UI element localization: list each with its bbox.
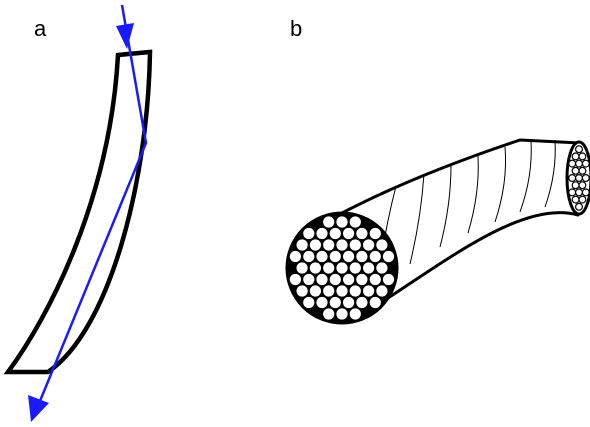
far-fiber-core — [571, 166, 580, 175]
far-fiber-core — [568, 188, 577, 197]
fiber-core — [328, 295, 343, 310]
fiber-core — [381, 272, 396, 287]
fiber-core — [348, 307, 363, 321]
fiber-core — [368, 295, 383, 310]
panel-label-b: b — [290, 16, 303, 41]
fiber-core — [308, 261, 323, 275]
far-fiber-core — [574, 174, 583, 183]
far-fiber-core — [574, 188, 583, 197]
light-ray-path — [38, 4, 148, 402]
fiber-core — [361, 238, 376, 252]
fiber-core — [335, 284, 349, 298]
fiber-core — [361, 284, 376, 298]
fiber-core — [308, 238, 323, 252]
far-fiber-core — [581, 188, 590, 197]
fiber-core — [341, 272, 356, 287]
single-fiber-outline — [3, 49, 153, 375]
far-fiber-core — [581, 174, 590, 183]
far-fiber-core — [578, 166, 587, 175]
fiber-core — [335, 238, 349, 252]
fiber-core — [321, 215, 336, 229]
sheath-ring-line — [409, 173, 425, 265]
fiber-core — [328, 249, 343, 264]
fiber-core — [301, 226, 316, 241]
fiber-core — [341, 249, 356, 264]
fiber-core — [348, 284, 363, 298]
fiber-core — [301, 249, 316, 264]
fiber-core — [321, 238, 336, 252]
fiber-core — [335, 215, 349, 229]
fiber-core — [375, 238, 389, 252]
far-fiber-core — [571, 152, 580, 161]
far-fiber-core — [574, 159, 583, 168]
fiber-core — [321, 261, 336, 275]
fiber-core — [301, 295, 316, 310]
fiber-core — [348, 215, 363, 229]
fiber-core — [375, 261, 389, 275]
fiber-core — [315, 272, 329, 287]
fiber-core — [368, 226, 383, 241]
far-fiber-core — [571, 195, 580, 204]
sheath-ring-line — [439, 164, 452, 248]
sheath-ring-line — [519, 140, 532, 213]
fiber-core — [355, 295, 369, 310]
fiber-core — [315, 295, 329, 310]
far-fiber-core — [574, 202, 583, 211]
fiber-core — [355, 249, 369, 264]
fiber-bundle-diagram — [285, 138, 590, 325]
fiber-core — [321, 307, 336, 321]
fiber-core — [348, 261, 363, 275]
fiber-core — [335, 261, 349, 275]
fiber-core — [288, 249, 303, 264]
far-fiber-core — [571, 181, 580, 190]
panel-label-a: a — [34, 16, 47, 41]
fiber-core — [315, 249, 329, 264]
fiber-core — [381, 249, 396, 264]
far-fiber-core — [568, 174, 577, 183]
fiber-core — [315, 226, 329, 241]
far-fiber-core — [574, 145, 583, 154]
fiber-core — [341, 226, 356, 241]
fiber-core — [355, 272, 369, 287]
fiber-core — [308, 284, 323, 298]
fiber-core — [328, 272, 343, 287]
fiber-core — [328, 226, 343, 241]
fiber-core — [295, 238, 309, 252]
fiber-core — [355, 226, 369, 241]
fiber-core — [321, 284, 336, 298]
fiber-core — [375, 284, 389, 298]
fiber-core — [348, 238, 363, 252]
far-fiber-core — [578, 181, 587, 190]
far-fiber-core — [581, 159, 590, 168]
far-end-fibers — [568, 145, 590, 211]
fiber-core — [368, 272, 383, 287]
fiber-core — [288, 272, 303, 287]
ray-exit-arrowhead — [28, 395, 49, 422]
sheath-ring-lines — [377, 139, 556, 285]
far-fiber-core — [568, 159, 577, 168]
fiber-core — [341, 295, 356, 310]
sheath-ring-line — [544, 139, 556, 208]
far-fiber-core — [578, 152, 587, 161]
single-fiber-diagram — [3, 4, 153, 422]
sheath-ring-line — [467, 155, 479, 234]
ray-entry-arrowhead — [116, 23, 134, 49]
fiber-core — [335, 307, 349, 321]
near-end-fibers — [288, 215, 396, 321]
fiber-core — [295, 261, 309, 275]
fiber-core — [368, 249, 383, 264]
fiber-core — [361, 261, 376, 275]
far-fiber-core — [578, 195, 587, 204]
fiber-core — [301, 272, 316, 287]
sheath-ring-line — [494, 146, 507, 223]
fiber-core — [295, 284, 309, 298]
